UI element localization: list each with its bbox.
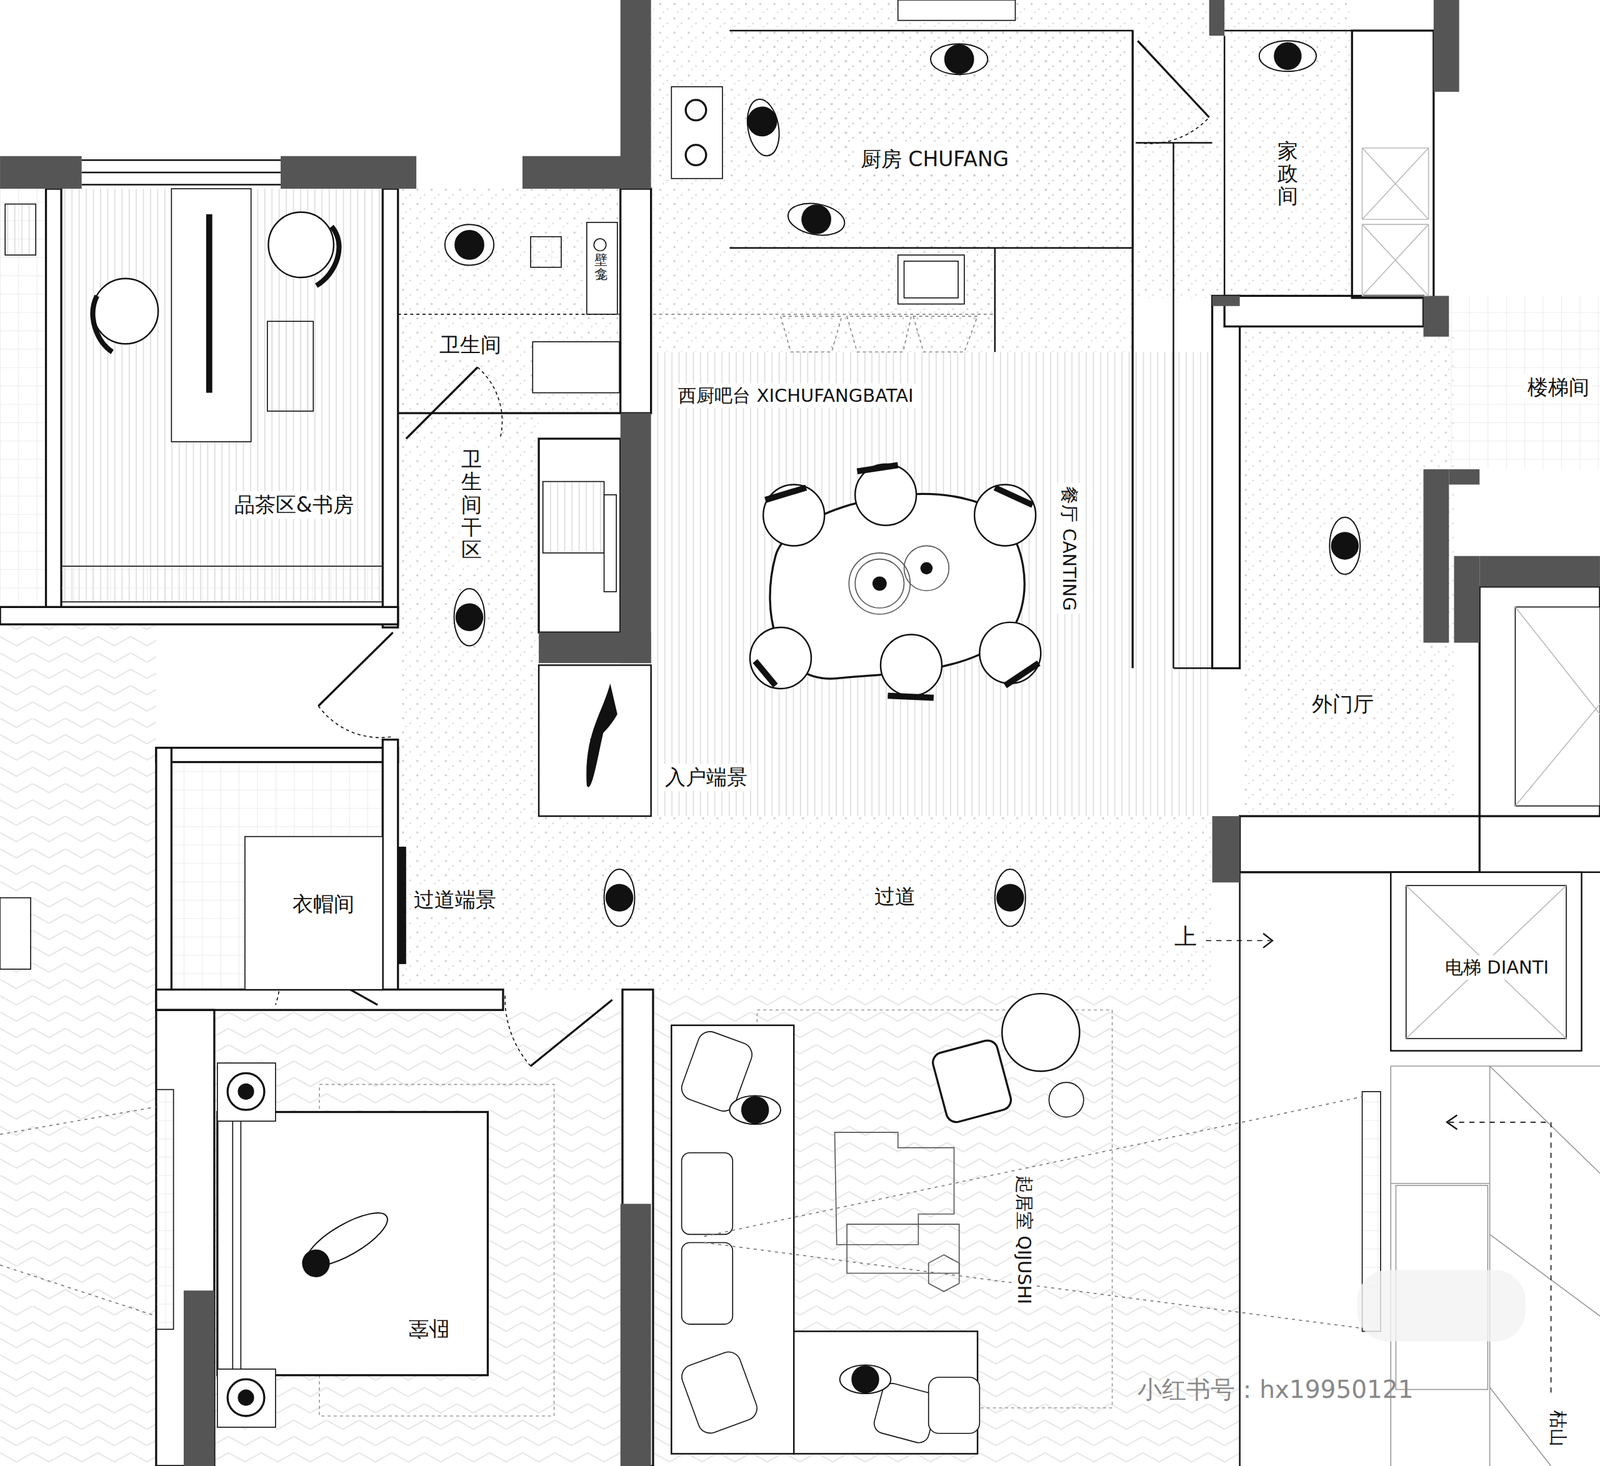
room-label: 品茶区&书房 xyxy=(231,491,357,519)
room-label: 过道端景 xyxy=(410,886,500,914)
room-label: 楼梯间 xyxy=(1524,374,1593,402)
room-label: 衣帽间 xyxy=(289,890,358,919)
room-label: 家政间 xyxy=(1276,137,1300,210)
room-label: 卫生间 xyxy=(436,331,505,359)
room-label: 枯山 xyxy=(1546,1407,1571,1450)
room-label: 电梯 DIANTI xyxy=(1441,955,1552,980)
room-label: 过道 xyxy=(871,883,919,911)
room-label: 外门厅 xyxy=(1308,690,1377,719)
room-label: 入户端景 xyxy=(661,763,751,792)
room-label: 壁龛 xyxy=(593,251,609,284)
room-label: 西厨吧台 XICHUFANGBATAI xyxy=(675,383,917,409)
room-label: 上 xyxy=(1171,921,1200,952)
room-label: 卧室 xyxy=(405,1315,453,1343)
room-label: 厨房 CHUFANG xyxy=(857,145,1012,174)
room-label: 餐厅 CANTING xyxy=(1057,483,1082,615)
watermark: 小红书号：hx19950121 xyxy=(1134,1373,1417,1406)
room-label: 起居室 QIJUSHI xyxy=(1012,1172,1037,1308)
room-label: 卫生间干区 xyxy=(460,446,484,564)
